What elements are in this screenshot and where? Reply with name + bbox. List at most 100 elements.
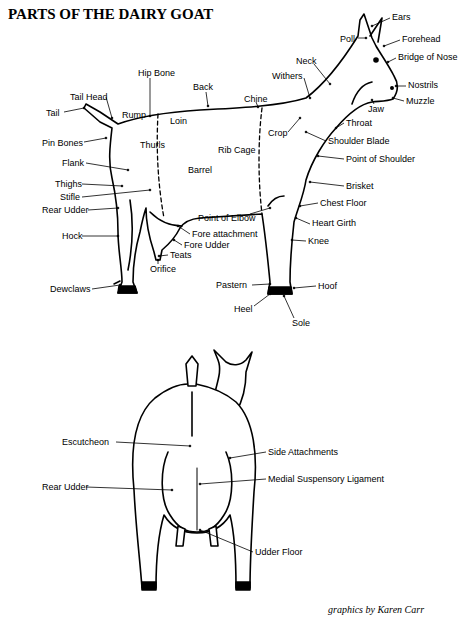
goat-ear [370, 18, 382, 42]
part-label: Neck [296, 56, 317, 66]
leader-dot [299, 205, 301, 207]
leader-dot [293, 287, 295, 289]
leader-line [64, 108, 84, 112]
goat-hind-leg [128, 200, 132, 270]
part-label: Rear Udder [42, 205, 89, 215]
leader-line [393, 98, 404, 101]
barrel-boundary [157, 114, 164, 218]
leader-dot [371, 99, 373, 101]
leader-dot [105, 137, 107, 139]
leader-dot [173, 239, 175, 241]
leader-line [384, 40, 400, 46]
leader-dot [117, 235, 119, 237]
leader-line [230, 452, 266, 458]
leader-dot [269, 207, 271, 209]
leader-dot [269, 283, 271, 285]
leader-line [86, 163, 128, 170]
leader-line [306, 132, 326, 141]
goat-elbow [268, 196, 284, 206]
part-label: Teats [170, 250, 192, 260]
part-label: Pastern [216, 280, 247, 290]
part-label: Medial Suspensory Ligament [268, 474, 384, 484]
part-label: Fore attachment [192, 229, 258, 239]
leader-dot [257, 106, 259, 108]
part-label: Loin [170, 116, 187, 126]
part-label: Hoof [318, 281, 337, 291]
part-label: Escutcheon [62, 437, 109, 447]
goat-hoof [236, 582, 250, 590]
goat-nostril [391, 87, 393, 89]
leader-line [336, 123, 344, 128]
leader-dot [83, 107, 85, 109]
leader-dot [335, 127, 337, 129]
leader-dot [371, 25, 373, 27]
goat-medial-ligament [197, 468, 198, 530]
part-label: Barrel [188, 165, 212, 175]
part-label: Point of Shoulder [346, 154, 415, 164]
leader-line [396, 86, 406, 87]
part-label: Flank [62, 158, 84, 168]
leader-line [200, 530, 253, 552]
part-label: Fore Udder [184, 240, 230, 250]
part-label: Withers [272, 71, 303, 81]
leader-dot [295, 217, 297, 219]
part-label: Dewclaws [50, 284, 91, 294]
part-label: Chest Floor [320, 198, 367, 208]
part-label: Rear Udder [42, 482, 89, 492]
part-label: Jaw [368, 104, 384, 114]
part-label: Muzzle [406, 96, 435, 106]
leader-line [318, 156, 344, 159]
part-label: Tail [46, 108, 60, 118]
part-label: Forehead [402, 34, 441, 44]
leader-dot [189, 445, 191, 447]
leader-dot [365, 37, 367, 39]
leader-dot [383, 45, 385, 47]
leader-line [159, 255, 168, 256]
part-label: Udder Floor [255, 547, 303, 557]
leader-dot [207, 105, 209, 107]
leader-dot [317, 155, 319, 157]
leader-line [158, 260, 159, 264]
leader-line [252, 284, 270, 285]
part-label: Heart Girth [312, 218, 356, 228]
leader-line [288, 118, 300, 132]
leader-line [300, 203, 318, 206]
leader-dot [199, 529, 201, 531]
goat-jaw [352, 82, 372, 104]
part-label: Point of Elbow [198, 213, 256, 223]
leader-line [200, 479, 266, 484]
part-label: Rib Cage [218, 145, 256, 155]
leader-dot [395, 85, 397, 87]
leader-line [150, 78, 151, 116]
leader-line [178, 226, 190, 234]
goat-hoof [142, 582, 156, 590]
part-label: Back [193, 82, 213, 92]
leader-line [284, 296, 294, 318]
leader-line [206, 92, 208, 106]
leader-line [372, 18, 390, 26]
leader-line [82, 184, 122, 186]
leader-dot [309, 181, 311, 183]
part-label: Hock [62, 231, 83, 241]
part-label: Shoulder Blade [328, 136, 390, 146]
part-label: Ears [392, 12, 411, 22]
leader-dot [291, 239, 293, 241]
leader-dot [283, 295, 285, 297]
leader-line [84, 138, 106, 142]
goat-tail [186, 356, 198, 386]
leader-dot [329, 83, 331, 85]
leader-line [314, 64, 330, 84]
leader-line [254, 294, 270, 306]
leader-line [174, 240, 182, 245]
leader-dot [117, 207, 119, 209]
leader-dot [309, 97, 311, 99]
goat-dewclaw [114, 281, 120, 284]
leader-line [92, 285, 120, 289]
leader-dot [171, 489, 173, 491]
leader-dot [121, 185, 123, 187]
part-label: Poll [340, 34, 355, 44]
leader-line [310, 182, 344, 186]
leader-line [388, 58, 396, 62]
part-label: Thurls [140, 140, 165, 150]
